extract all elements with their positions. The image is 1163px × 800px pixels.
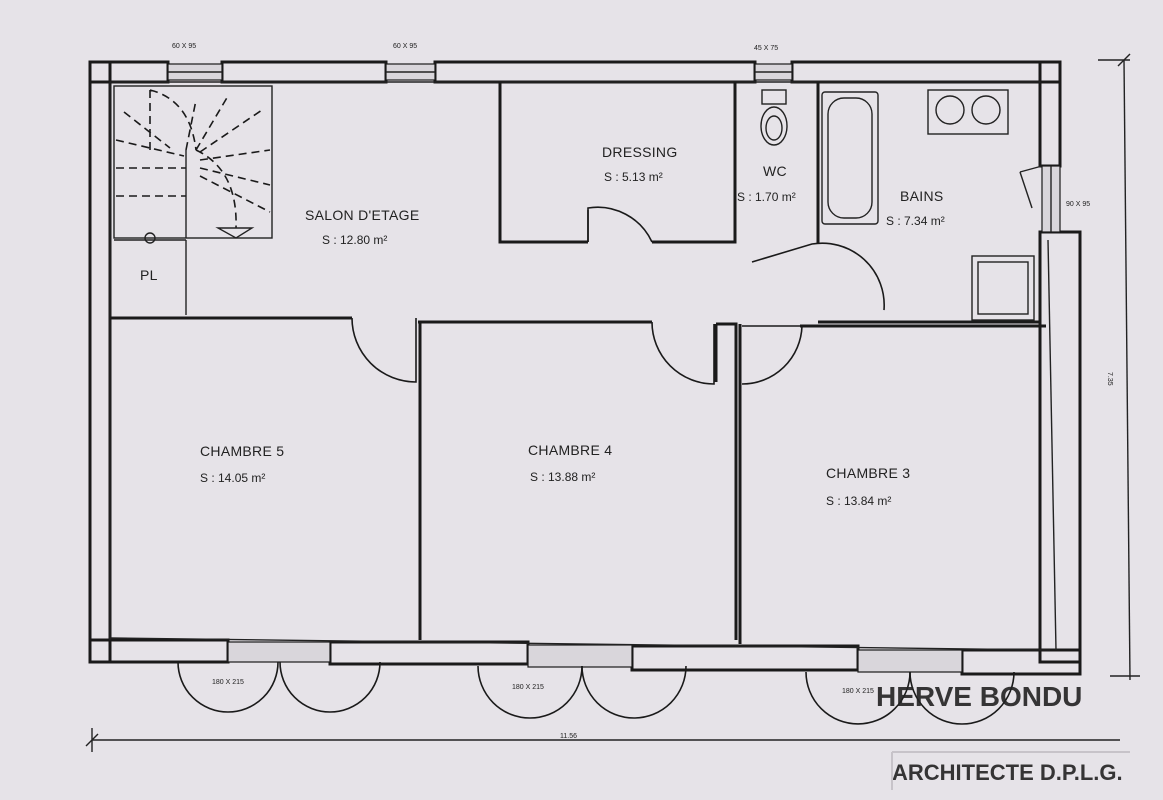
stamp-name: HERVE BONDU <box>876 681 1082 712</box>
window-swing <box>279 661 381 713</box>
right-wall-upper <box>1038 60 1062 168</box>
bottom-wall-segment <box>630 644 860 672</box>
top-wall-segment <box>220 60 388 84</box>
room-name-dressing: DRESSING <box>602 144 678 160</box>
sink-basin <box>935 95 965 125</box>
room-name-salon: SALON D'ETAGE <box>305 207 419 223</box>
architect-stamp: HERVE BONDU ARCHITECTE D.P.L.G. <box>876 681 1130 790</box>
door-dressing <box>587 206 653 243</box>
window-bottom-1-label: 180 X 215 <box>212 679 244 686</box>
dressing-wall <box>498 82 588 244</box>
doors <box>351 206 885 385</box>
inner-wall-line <box>1047 239 1057 651</box>
toilet-seat <box>765 115 783 141</box>
window-right-label: 90 X 95 <box>1066 201 1090 208</box>
width-dimension-label: 11.56 <box>560 733 577 740</box>
room-area-chambre4: S : 13.88 m² <box>530 470 595 484</box>
bottom-wall-segment <box>328 640 530 666</box>
top-wall-segment <box>790 60 1062 84</box>
window-right-sash <box>1019 165 1043 173</box>
room-name-pl: PL <box>140 267 158 283</box>
double-sink <box>927 89 1009 135</box>
door-chambre3 <box>741 325 803 385</box>
window-swing <box>805 671 911 725</box>
stair-outline <box>113 85 273 239</box>
dressing-wall <box>652 82 737 244</box>
toilet-tank <box>761 89 787 105</box>
window-swing <box>909 671 1015 725</box>
door-chambre4 <box>651 321 715 385</box>
chambre-wall <box>716 322 738 640</box>
room-labels: SALON D'ETAGE S : 12.80 m² DRESSING S : … <box>140 144 945 508</box>
room-name-chambre4: CHAMBRE 4 <box>528 442 612 458</box>
exterior-walls <box>88 60 1082 676</box>
window-swing <box>581 665 687 719</box>
door-wc <box>751 242 885 311</box>
room-area-chambre3: S : 13.84 m² <box>826 494 891 508</box>
laundry-unit <box>971 255 1035 321</box>
window-swing <box>177 661 279 713</box>
window-bottom-1 <box>227 641 331 663</box>
right-wall-lower <box>1038 230 1082 664</box>
room-area-bains: S : 7.34 m² <box>886 214 945 228</box>
height-dimension-line <box>1123 59 1131 681</box>
window-top-3-label: 45 X 75 <box>754 45 778 52</box>
window-bottom-3-label: 180 X 215 <box>842 688 874 695</box>
room-area-wc: S : 1.70 m² <box>737 190 796 204</box>
laundry-inner <box>977 261 1029 315</box>
bathtub-basin <box>827 97 873 219</box>
bathtub <box>821 91 879 225</box>
window-dimension-labels: 60 X 95 60 X 95 45 X 75 90 X 95 180 X 21… <box>172 43 1090 695</box>
room-name-chambre3: CHAMBRE 3 <box>826 465 910 481</box>
room-area-salon: S : 12.80 m² <box>322 233 387 247</box>
stair-start-marker <box>144 232 156 244</box>
fixtures <box>760 89 1035 321</box>
window-bottom-2-label: 180 X 215 <box>512 684 544 691</box>
dimension-lines: 11.56 7.35 <box>85 53 1140 752</box>
room-name-wc: WC <box>763 163 787 179</box>
height-dimension-label: 7.35 <box>1106 372 1113 386</box>
room-name-bains: BAINS <box>900 188 944 204</box>
stair-arrow <box>215 227 255 239</box>
door-chambre5 <box>351 317 417 383</box>
room-area-chambre5: S : 14.05 m² <box>200 471 265 485</box>
stamp-title: ARCHITECTE D.P.L.G. <box>892 760 1123 785</box>
window-bottom-3 <box>857 649 963 673</box>
dimension-tick <box>1117 53 1131 67</box>
toilet-bowl <box>760 106 788 146</box>
window-right-sash <box>1019 171 1033 209</box>
stair-treads <box>115 89 271 229</box>
inner-wall-line <box>109 637 1051 651</box>
room-area-dressing: S : 5.13 m² <box>604 170 663 184</box>
windows <box>167 63 1061 673</box>
top-wall-segment <box>433 60 757 84</box>
window-swing <box>477 665 583 719</box>
top-wall-segment <box>88 60 170 84</box>
window-bottom-2 <box>527 644 633 668</box>
window-swings <box>177 661 1015 725</box>
sink-basin <box>971 95 1001 125</box>
window-top-1-label: 60 X 95 <box>172 43 196 50</box>
left-wall <box>88 60 112 664</box>
room-name-chambre5: CHAMBRE 5 <box>200 443 284 459</box>
window-top-2-label: 60 X 95 <box>393 43 417 50</box>
interior-walls <box>109 82 1051 651</box>
dimension-tick <box>85 733 99 747</box>
staircase <box>113 85 273 315</box>
